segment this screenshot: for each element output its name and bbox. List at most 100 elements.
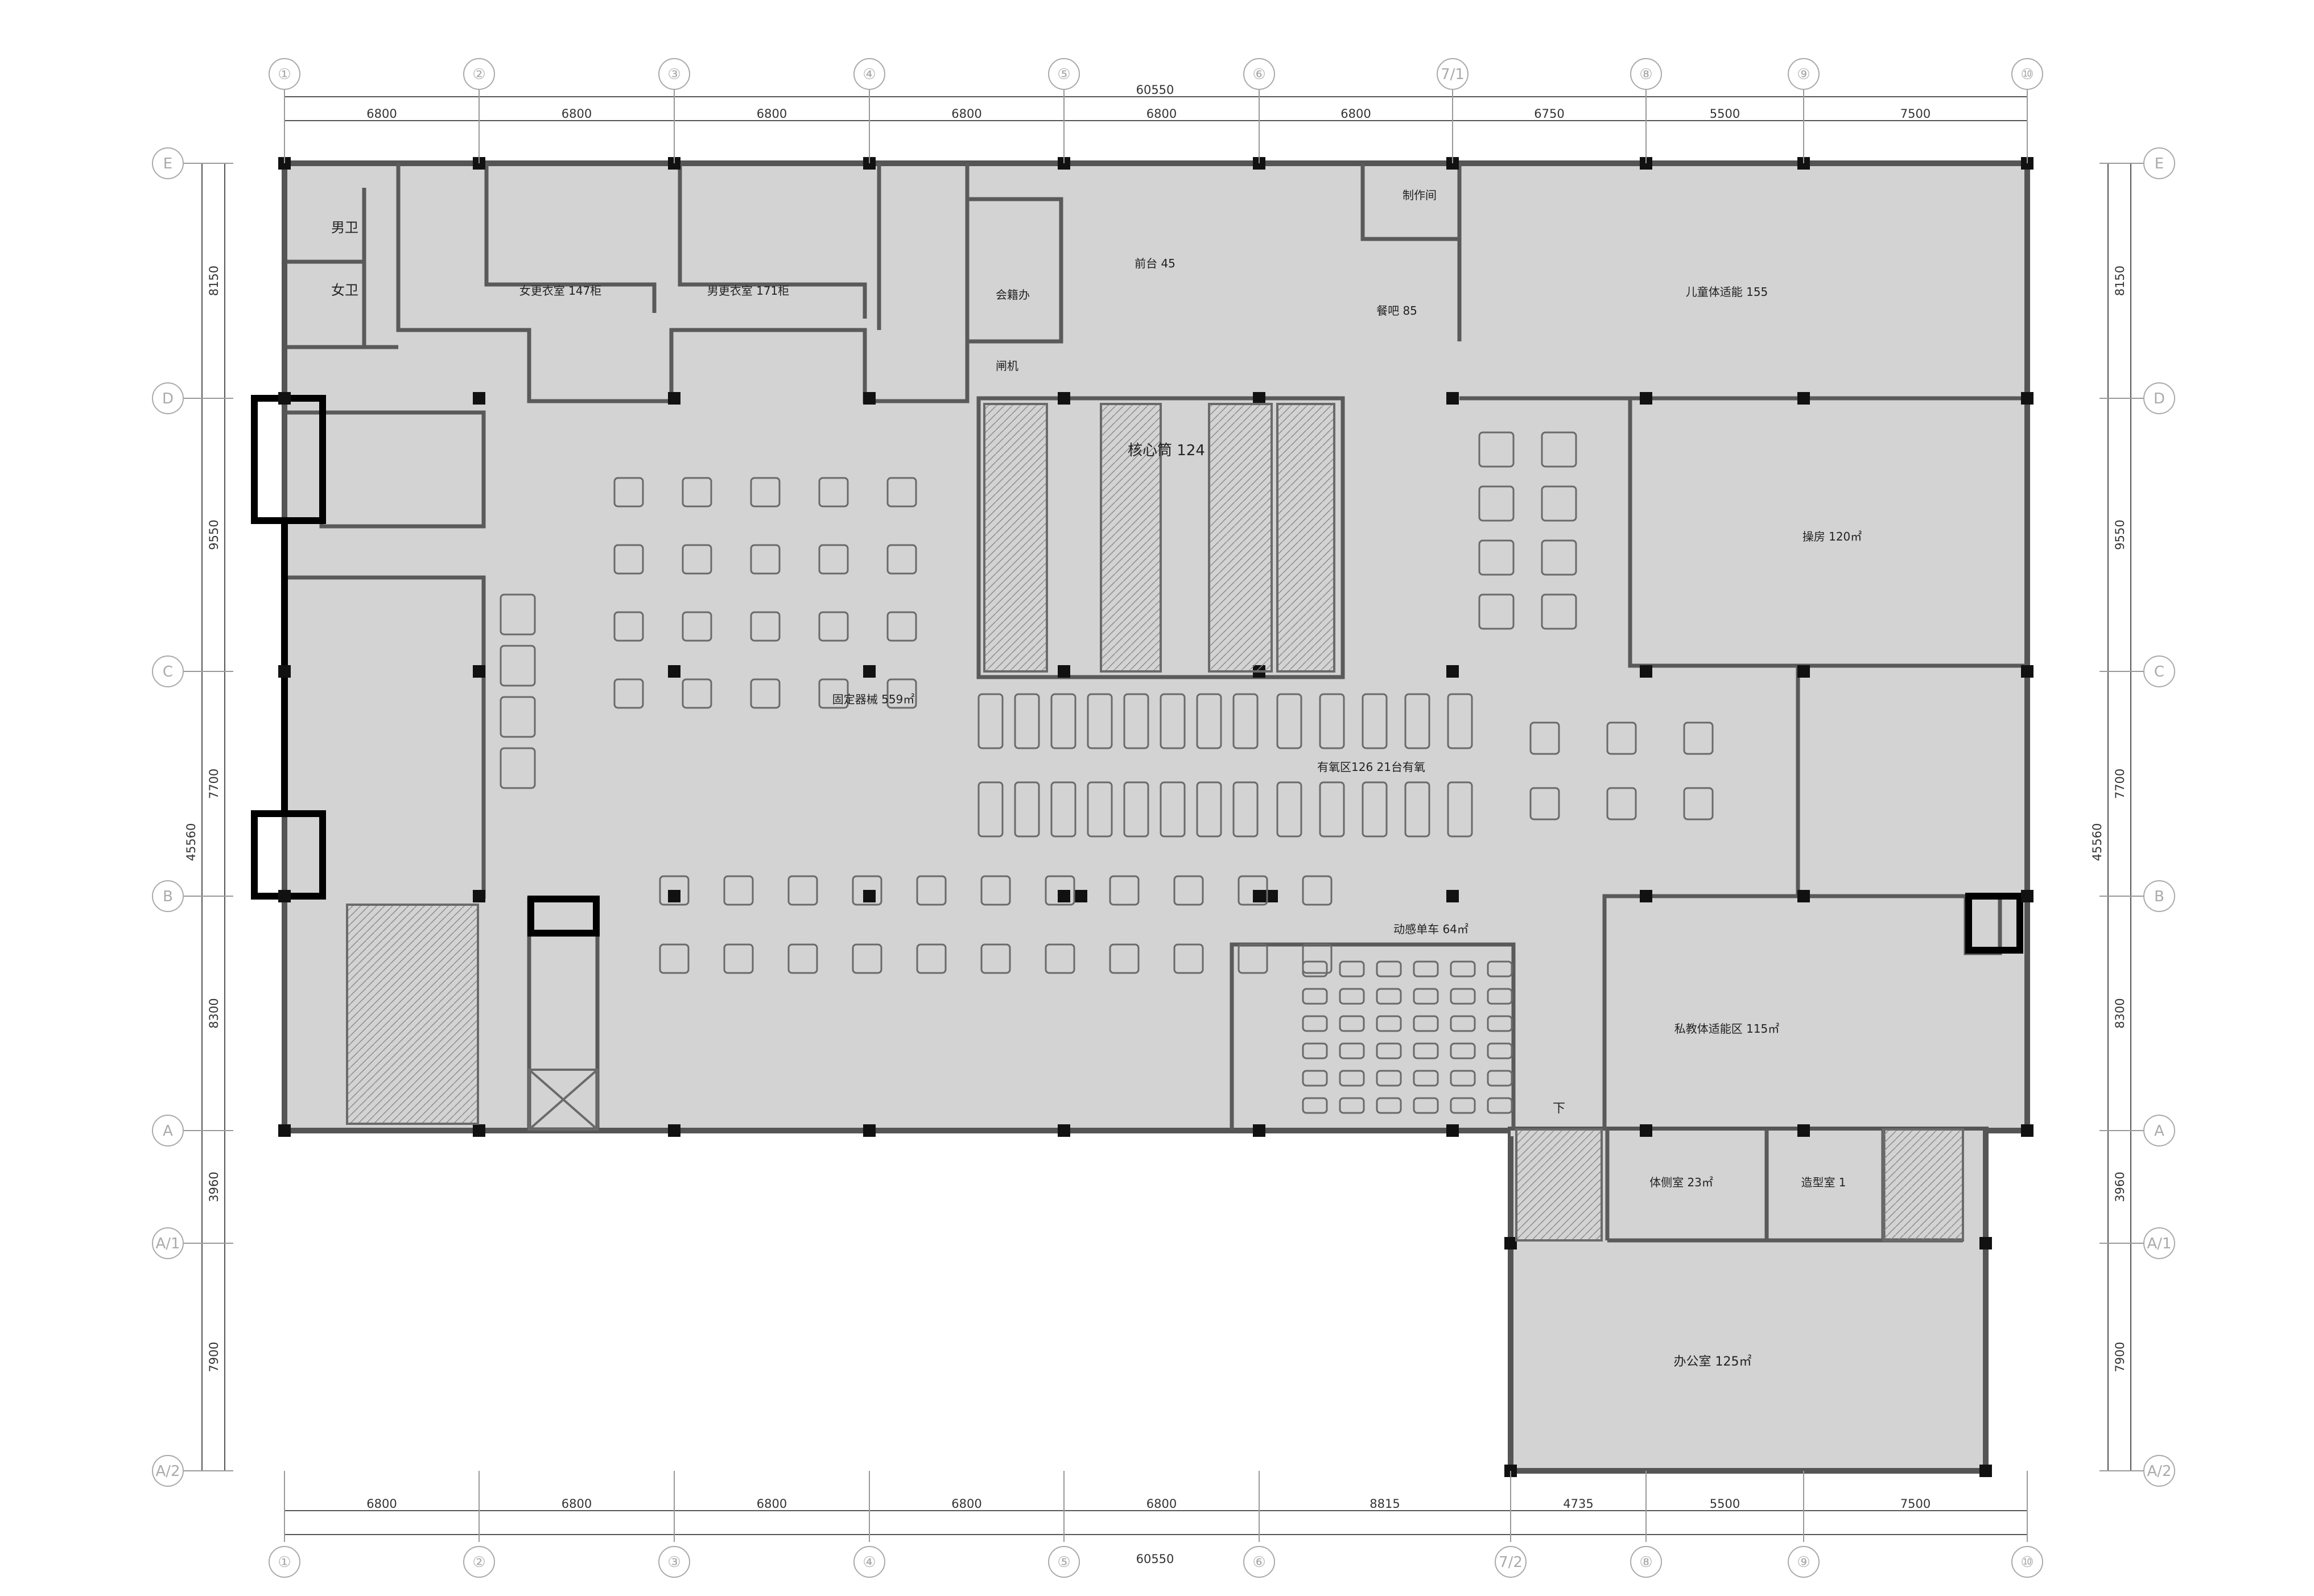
label-spin-room: 动感单车 64㎡ — [1393, 922, 1469, 936]
dim-top-span: 6750 — [1534, 107, 1564, 121]
building-slab — [282, 160, 2030, 1474]
spin-bike — [1302, 1042, 1328, 1059]
treadmill — [1087, 693, 1113, 749]
grid-bubble-left-label: A/1 — [155, 1235, 180, 1252]
grid-bubble-bottom — [2011, 1546, 2043, 1578]
column — [278, 392, 291, 405]
grid-bubble-right — [2143, 1455, 2175, 1487]
spin-bike — [1376, 1015, 1402, 1032]
column — [1979, 1465, 1992, 1477]
dim-side-span: 8300 — [2113, 998, 2127, 1028]
treadmill — [1160, 693, 1186, 749]
elliptical — [1404, 693, 1430, 749]
grid-bubble-top-label: 7/1 — [1441, 66, 1465, 83]
spin-bike — [1302, 1097, 1328, 1114]
strength-machine — [1109, 875, 1140, 906]
column — [668, 1124, 680, 1137]
label-mens-wc: 男卫 — [331, 220, 358, 236]
grid-bubble-left — [152, 382, 184, 414]
dimension-lines — [201, 96, 2131, 1535]
partition-walls — [287, 163, 2027, 1243]
treadmill — [977, 781, 1004, 838]
grid-bubble-top — [853, 58, 885, 90]
strength-machine — [852, 943, 882, 974]
grid-bubble-top-label: ⑤ — [1057, 66, 1070, 83]
lounge-table — [1478, 485, 1515, 522]
elliptical — [1276, 781, 1302, 838]
room-labels: 男卫 女卫 女更衣室 147柜 男更衣室 171柜 会籍办 前台 45 制作间 … — [331, 188, 1862, 1369]
strength-machine — [682, 477, 712, 508]
lounge-table — [1478, 539, 1515, 576]
dim-top-span: 6800 — [1340, 107, 1371, 121]
treadmill — [1050, 781, 1076, 838]
spin-bike — [1302, 960, 1328, 978]
label-membership-office: 会籍办 — [996, 288, 1030, 302]
spin-bike — [1413, 988, 1439, 1005]
column — [863, 890, 876, 902]
treadmill — [1196, 781, 1222, 838]
label-front-desk: 前台 45 — [1135, 257, 1175, 270]
stairs — [346, 904, 1964, 1242]
spin-bike — [1413, 1015, 1439, 1032]
strength-machine — [818, 611, 849, 642]
grid-bubble-bottom-label: ⑥ — [1252, 1554, 1265, 1571]
spin-bike — [1487, 988, 1513, 1005]
lounge-table — [1478, 431, 1515, 468]
dim-top-span: 6800 — [1146, 107, 1177, 121]
column — [2021, 392, 2033, 405]
column — [1446, 890, 1459, 902]
label-body-test: 体侧室 23㎡ — [1649, 1176, 1713, 1189]
spin-bike — [1376, 1042, 1402, 1059]
spin-bike — [1450, 988, 1476, 1005]
grid-bubble-left — [152, 147, 184, 179]
column — [1253, 392, 1265, 405]
strength-machine — [1173, 943, 1204, 974]
strength-machine — [1529, 787, 1560, 820]
label-styling-room: 造型室 1 — [1801, 1176, 1846, 1189]
treadmill — [1232, 781, 1259, 838]
strength-machine — [659, 875, 690, 906]
grid-bubble-bottom — [1495, 1546, 1527, 1578]
label-juice-bar: 餐吧 85 — [1376, 304, 1417, 317]
rack-station — [500, 645, 536, 687]
grid-bubble-bottom-label: ③ — [667, 1554, 680, 1571]
strength-machine — [1606, 721, 1637, 755]
dim-bottom-span: 6800 — [1146, 1497, 1177, 1511]
spin-bike — [1487, 1042, 1513, 1059]
column — [473, 665, 485, 678]
dim-top-span: 5500 — [1710, 107, 1740, 121]
label-core: 核心筒 124 — [1128, 442, 1205, 459]
grid-bubble-top-label: ⑥ — [1252, 66, 1265, 83]
column — [278, 890, 291, 902]
spin-bike — [1450, 1015, 1476, 1032]
grid-bubble-top-label: ② — [472, 66, 485, 83]
dim-side-span: 7900 — [2113, 1342, 2127, 1372]
grid-bubble-left-label: A — [163, 1123, 173, 1140]
grid-bubble-bottom — [1048, 1546, 1080, 1578]
grid-bubble-left-label: B — [163, 888, 173, 905]
strength-machine — [980, 943, 1011, 974]
column — [863, 665, 876, 678]
spin-bike — [1487, 1097, 1513, 1114]
strength-machine — [613, 611, 644, 642]
dim-side-span: 8150 — [2113, 266, 2127, 296]
elliptical — [1447, 781, 1473, 838]
treadmill — [1123, 693, 1149, 749]
grid-bubble-left-label: C — [163, 663, 173, 681]
label-womens-wc: 女卫 — [331, 282, 358, 298]
strength-machine — [1529, 721, 1560, 755]
strength-machine — [750, 678, 781, 709]
strength-machine — [682, 544, 712, 575]
strength-machine — [613, 678, 644, 709]
spin-bike — [1413, 1097, 1439, 1114]
grid-bubble-left-label: A/2 — [155, 1463, 180, 1480]
grid-bubble-bottom — [658, 1546, 690, 1578]
dim-side-span: 7700 — [207, 769, 221, 799]
column — [1640, 1124, 1652, 1137]
grid-bubble-right — [2143, 147, 2175, 179]
treadmill — [1232, 693, 1259, 749]
column — [1058, 890, 1070, 902]
grid-bubble-bottom — [463, 1546, 495, 1578]
strength-machine — [1238, 943, 1268, 974]
grid-bubble-left-label: E — [163, 155, 172, 172]
